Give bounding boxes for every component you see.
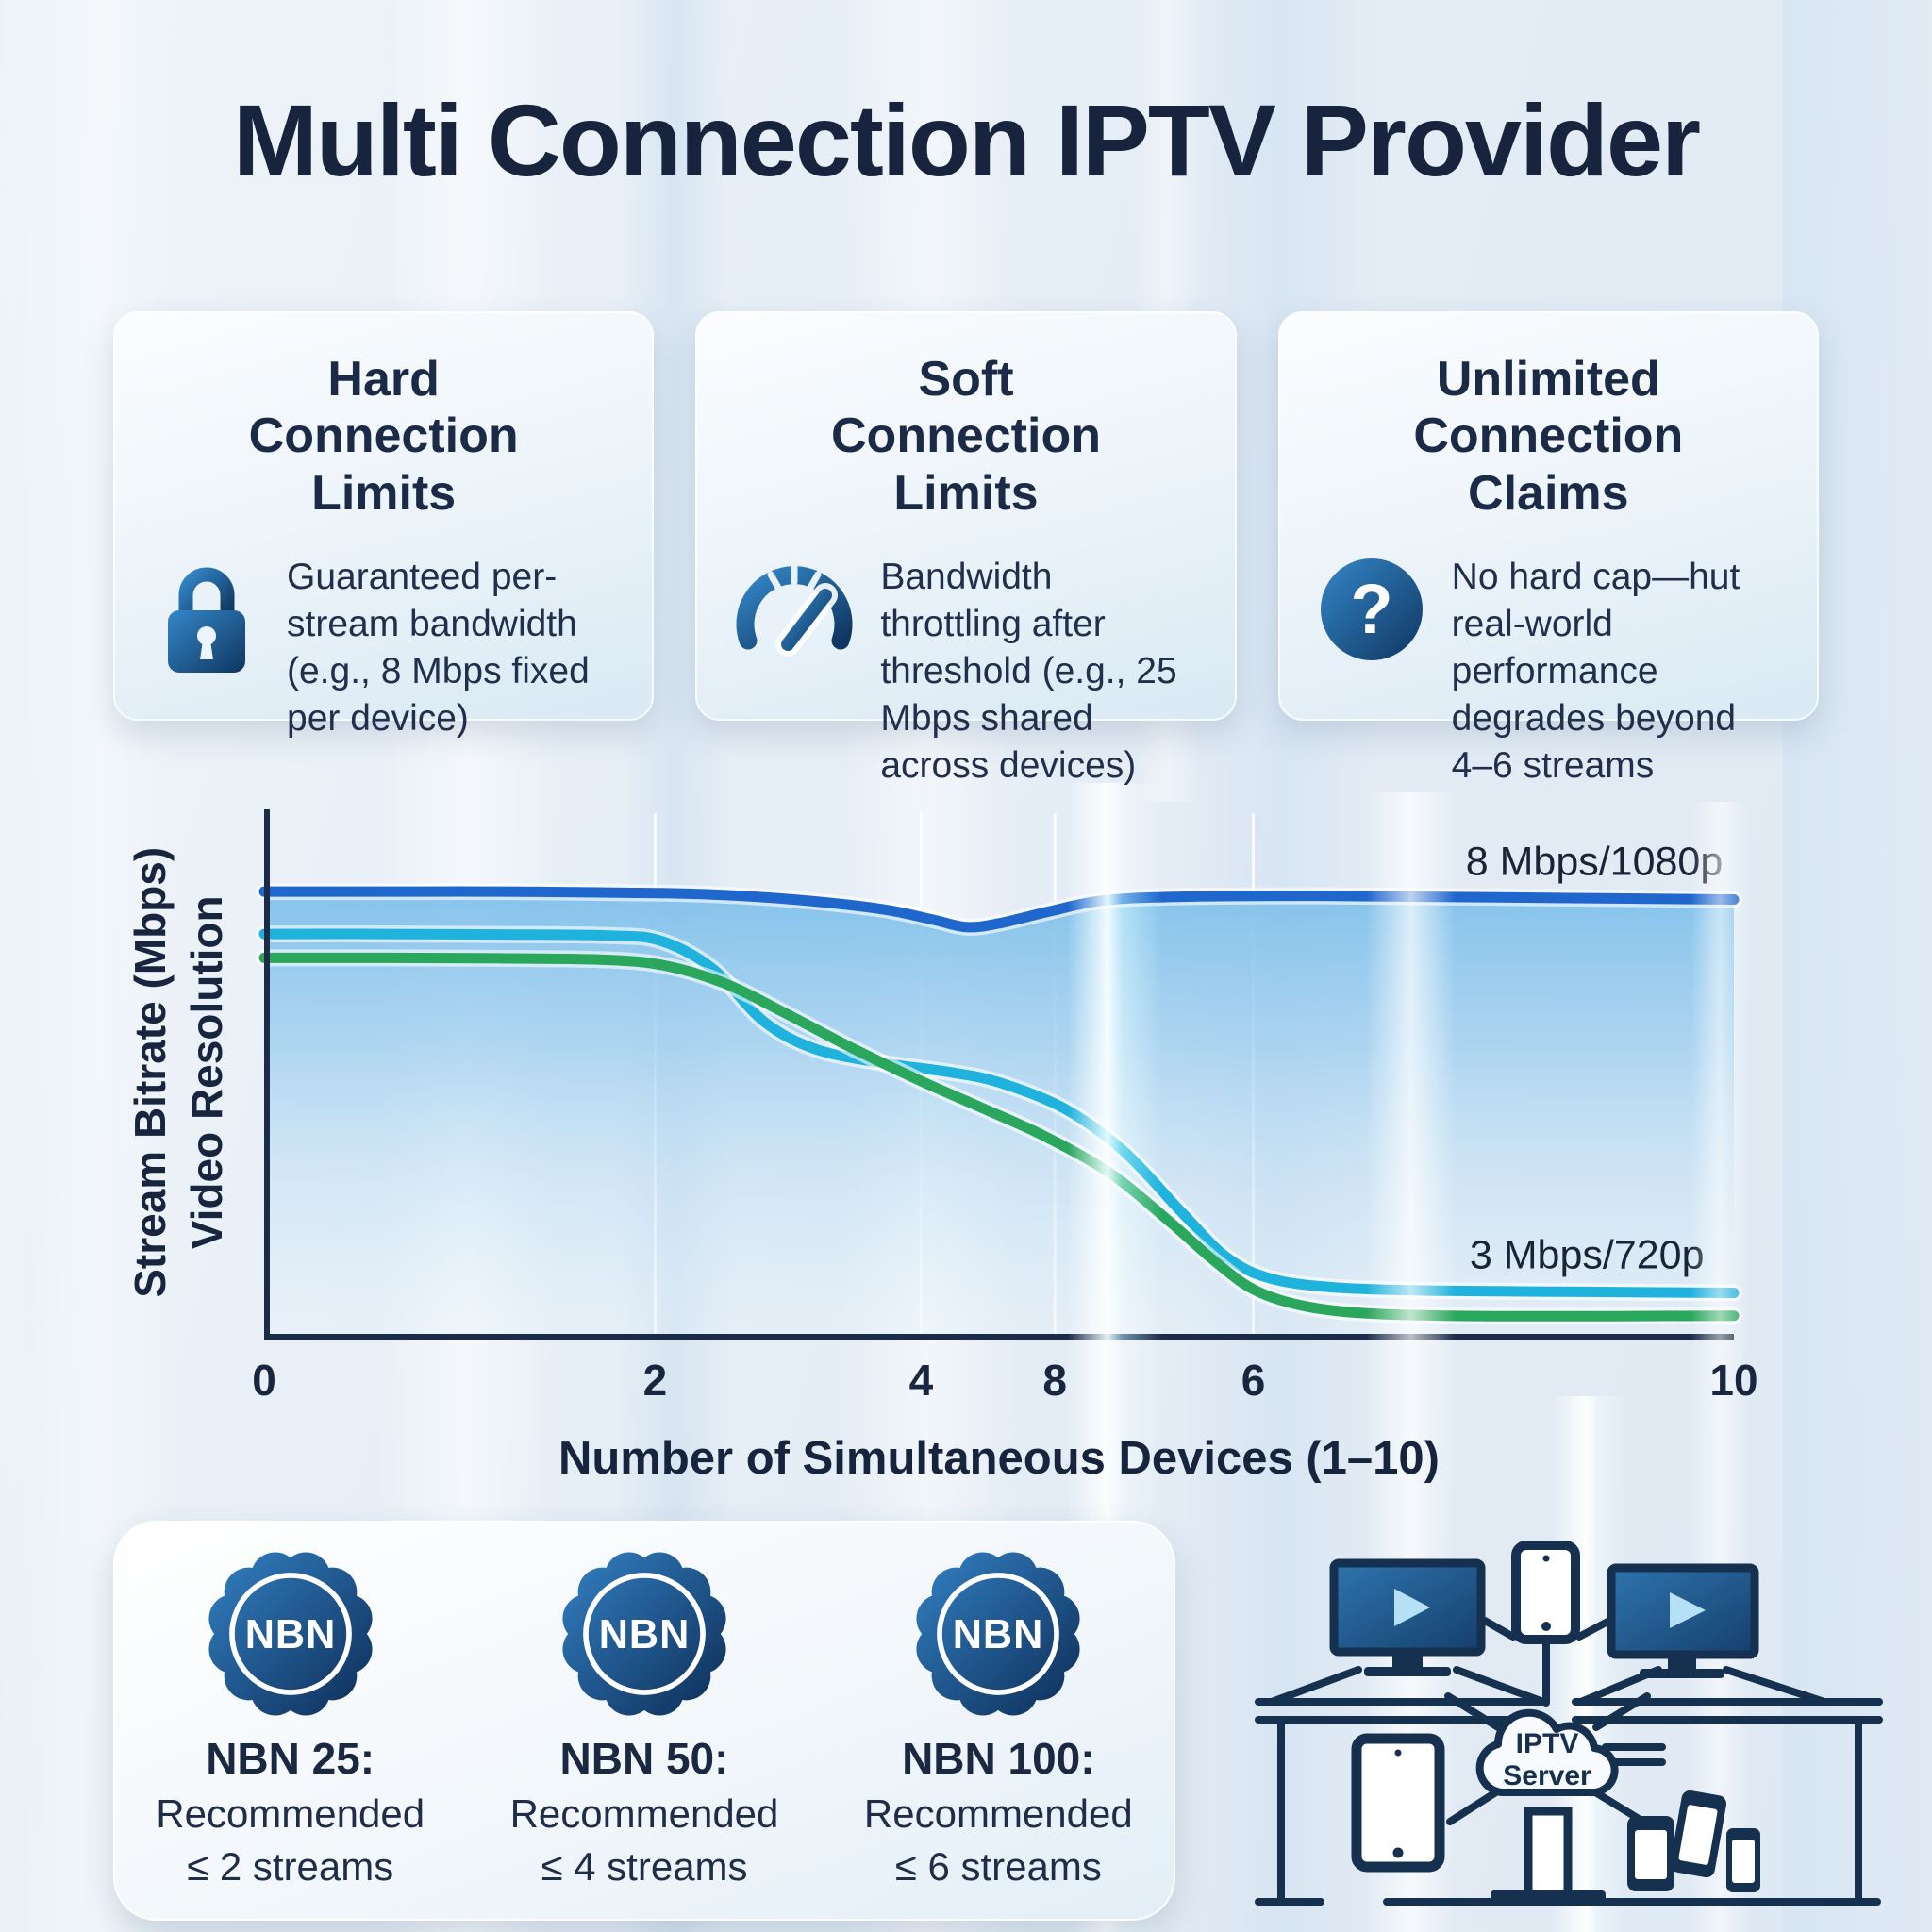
card-description: No hard cap—hut real-world performance d…	[1451, 556, 1740, 786]
x-tick-label: 0	[252, 1356, 276, 1405]
card-soft-connection-limits: Soft Connection Limits Bandwidth throttl…	[695, 311, 1237, 786]
nbn-badge-text: NBN	[953, 1612, 1044, 1657]
nbn-tier-recommendation: Recommended	[863, 1791, 1133, 1836]
nbn-badge-text: NBN	[244, 1612, 336, 1657]
card-unlimited-connection-claims: Unlimited Connection Claims ? No hard ca…	[1277, 311, 1819, 786]
nbn-tier-recommendation: Recommended	[156, 1791, 425, 1836]
nbn-tier-streams: ≤ 6 streams	[894, 1844, 1102, 1889]
card-title: Soft Connection Limits	[831, 352, 1101, 521]
tv-icon-left	[1329, 1558, 1486, 1676]
nbn-badge-icon: NBN	[208, 1552, 373, 1716]
card-description: Bandwidth throttling after threshold (e.…	[880, 556, 1177, 786]
nbn-badge-icon: NBN	[916, 1552, 1080, 1716]
question-glyph: ?	[1350, 570, 1392, 648]
card-description: Guaranteed per-stream bandwidth (e.g., 8…	[287, 556, 590, 739]
card-title: Hard Connection Limits	[248, 352, 519, 521]
nbn-25-column: NBN NBN 25: Recommended ≤ 2 streams	[113, 1521, 467, 1921]
nbn-100-column: NBN NBN 100: Recommended ≤ 6 streams	[822, 1521, 1175, 1921]
chart-annotation: 8 Mbps/1080p	[1465, 839, 1724, 885]
nbn-tier-recommendation: Recommended	[509, 1791, 779, 1836]
smartphone-icon-top	[1511, 1541, 1580, 1644]
info-cards-row: Hard Connection Limits Guaranteed per-st…	[113, 311, 1819, 786]
page-title: Multi Connection IPTV Provider	[232, 83, 1701, 197]
smartphone-cluster-icons	[1627, 1790, 1760, 1892]
x-tick-label: 2	[642, 1356, 668, 1405]
card-title: Unlimited Connection Claims	[1413, 352, 1684, 521]
nbn-tier-title: NBN 50:	[559, 1734, 729, 1783]
y-axis-label-line2: Video Resolution	[182, 895, 231, 1250]
nbn-tier-title: NBN 100:	[902, 1734, 1095, 1783]
tv-icon-right	[1607, 1563, 1759, 1678]
nbn-tier-streams: ≤ 2 streams	[187, 1844, 394, 1889]
question-mark-icon: ?	[1316, 554, 1427, 665]
tablet-icon	[1351, 1733, 1445, 1873]
nbn-badge-text: NBN	[599, 1612, 691, 1657]
x-tick-label: 4	[908, 1356, 934, 1405]
x-tick-label: 10	[1709, 1356, 1758, 1405]
x-tick-label: 6	[1241, 1356, 1266, 1405]
lock-icon	[151, 554, 262, 678]
x-axis-label: Number of Simultaneous Devices (1–10)	[558, 1433, 1440, 1484]
pedestal-display-icon	[1491, 1807, 1606, 1902]
device-network-illustration: IPTV Server	[1255, 1541, 1883, 1906]
y-axis-label-line1: Stream Bitrate (Mbps)	[125, 846, 175, 1298]
nbn-tier-streams: ≤ 4 streams	[541, 1844, 748, 1889]
x-axis-ticks: 0 2 4 8 6 10	[252, 1355, 1757, 1411]
speedometer-icon	[733, 554, 856, 667]
iptv-server-label-line1: IPTV	[1516, 1728, 1579, 1759]
nbn-badge-icon: NBN	[562, 1552, 726, 1716]
bitrate-chart: 8 Mbps/1080p 3 Mbps/720p	[256, 809, 1742, 1340]
chart-annotation: 3 Mbps/720p	[1469, 1232, 1705, 1278]
x-tick-label: 8	[1042, 1356, 1067, 1405]
iptv-server-label-line2: Server	[1503, 1760, 1591, 1791]
nbn-tier-title: NBN 25:	[206, 1734, 375, 1783]
nbn-recommendations-card: NBN NBN 25: Recommended ≤ 2 streams NBN …	[113, 1521, 1175, 1921]
nbn-50-column: NBN NBN 50: Recommended ≤ 4 streams	[467, 1521, 821, 1921]
